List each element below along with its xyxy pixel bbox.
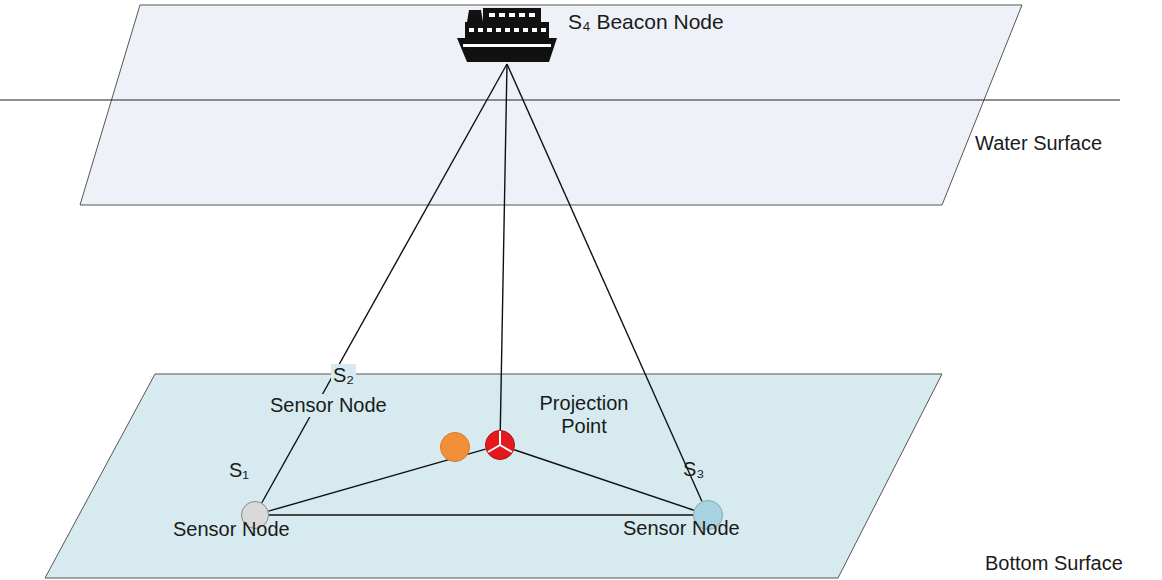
water-surface-plane	[80, 5, 1022, 205]
node-id: S₃	[683, 458, 704, 481]
ship-window	[478, 28, 483, 32]
circle-shape	[484, 429, 516, 461]
node-id: S₁	[229, 459, 249, 482]
water-line	[0, 99, 1120, 100]
ship-hull	[457, 38, 557, 62]
sensor-node-circle: S₃Sensor Node	[693, 500, 723, 530]
ship-icon	[455, 4, 559, 64]
ship-windows	[469, 13, 546, 32]
surface-label: Bottom Surface	[985, 552, 1123, 575]
ship-window	[487, 28, 492, 32]
node-label: Sensor Node	[173, 518, 290, 541]
circle-shape	[439, 431, 471, 463]
ship-window	[523, 28, 528, 32]
node-label: Sensor Node	[623, 517, 740, 540]
sensor-node-circle: Projection Point	[485, 430, 515, 460]
connector-stroke	[514, 450, 694, 510]
ship-stripe	[463, 44, 551, 47]
ship-window	[529, 13, 535, 17]
circle-fill	[441, 433, 470, 462]
node-label: S₄ Beacon Node	[568, 10, 724, 34]
node-id: S₂	[331, 364, 356, 387]
ship-window	[541, 28, 546, 32]
ship-window	[532, 28, 537, 32]
beacon-ship: S₄ Beacon Node	[455, 4, 559, 64]
node-label: Sensor Node	[268, 394, 389, 417]
connector-line	[269, 515, 693, 516]
ship-window	[489, 13, 495, 17]
projection-mark	[488, 431, 512, 452]
ship-funnel	[467, 10, 483, 22]
ship-window	[469, 28, 474, 32]
ship-window	[505, 28, 510, 32]
ship-window	[499, 13, 505, 17]
bottom-surface-plane	[45, 374, 942, 578]
connector-stroke	[500, 64, 507, 430]
connector-stroke	[507, 64, 702, 501]
ship-window	[496, 28, 501, 32]
connector-line	[500, 64, 507, 430]
connector-stroke	[262, 64, 507, 503]
ship-bridge	[483, 8, 541, 22]
connector-line	[514, 450, 694, 510]
ship-window	[519, 13, 525, 17]
circle-fill	[486, 431, 515, 460]
connector-line	[507, 64, 702, 501]
ship-window	[514, 28, 519, 32]
connector-stroke	[269, 514, 693, 515]
sensor-node-circle: S₁Sensor Node	[241, 501, 269, 529]
sensor-node-circle: S₂Sensor Node	[440, 432, 470, 462]
ship-window	[509, 13, 515, 17]
connector-line	[262, 64, 507, 503]
ship-deck	[465, 22, 549, 38]
surface-label: Water Surface	[975, 132, 1102, 155]
node-label: Projection Point	[523, 392, 645, 438]
